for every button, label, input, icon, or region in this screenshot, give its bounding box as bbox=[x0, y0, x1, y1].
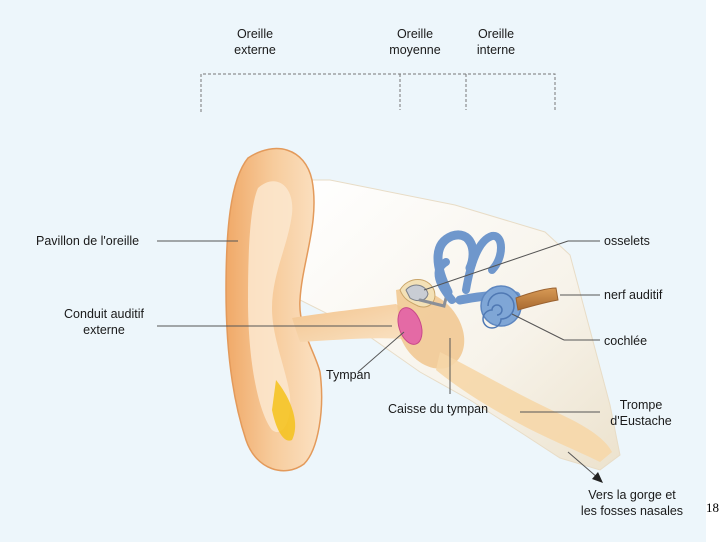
section-label-external: Oreille externe bbox=[220, 26, 290, 58]
label-caisse: Caisse du tympan bbox=[388, 401, 488, 417]
label-cochlee: cochlée bbox=[604, 333, 647, 349]
label-pavillon: Pavillon de l'oreille bbox=[36, 233, 139, 249]
label-osselets: osselets bbox=[604, 233, 650, 249]
label-conduit: Conduit auditif externe bbox=[50, 306, 158, 338]
page-number: 18 bbox=[706, 500, 720, 516]
label-tympan: Tympan bbox=[326, 367, 370, 383]
ear-canal bbox=[292, 304, 414, 342]
section-label-internal: Oreille interne bbox=[464, 26, 528, 58]
section-brackets bbox=[201, 74, 555, 112]
label-trompe: Trompe d'Eustache bbox=[600, 397, 682, 429]
section-label-middle: Oreille moyenne bbox=[380, 26, 450, 58]
label-nerf: nerf auditif bbox=[604, 287, 662, 303]
label-gorge: Vers la gorge et les fosses nasales bbox=[574, 487, 690, 519]
